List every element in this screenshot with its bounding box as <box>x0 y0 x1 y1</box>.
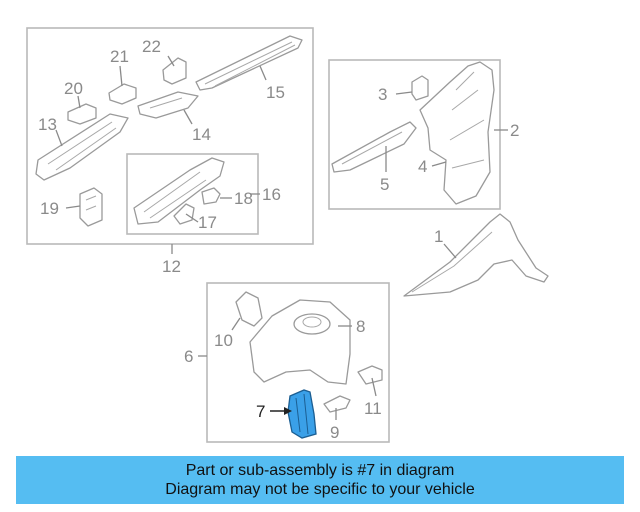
part-7-highlighted <box>287 389 317 439</box>
callout-8: 8 <box>356 317 365 336</box>
part-14-member <box>137 91 199 119</box>
part-22-bracket <box>162 57 187 85</box>
part-19-bracket <box>79 187 103 227</box>
leader-21 <box>119 65 123 87</box>
leader-13 <box>55 129 63 147</box>
callout-9: 9 <box>330 423 339 442</box>
leader-10 <box>231 317 241 331</box>
callout-17: 17 <box>198 213 217 232</box>
leader-15 <box>259 65 267 81</box>
callout-10: 10 <box>214 331 233 350</box>
callout-12: 12 <box>162 257 181 276</box>
part-21-bracket <box>108 83 137 105</box>
callout-16: 16 <box>262 185 281 204</box>
part-17-bracket <box>173 203 195 225</box>
leader-14 <box>183 109 193 125</box>
callout-18: 18 <box>234 189 253 208</box>
part-8-wheel-housing <box>249 299 351 385</box>
part-16-rail <box>133 157 225 225</box>
group-box-2 <box>328 59 501 210</box>
leader-11 <box>371 377 377 397</box>
leader-22 <box>167 55 175 67</box>
callout-6: 6 <box>184 347 193 366</box>
leader-7-arrowhead <box>284 407 292 415</box>
banner-line-1: Part or sub-assembly is #7 in diagram <box>185 462 455 479</box>
info-banner: Part or sub-assembly is #7 in diagram Di… <box>16 456 624 504</box>
callout-15: 15 <box>266 83 285 102</box>
callout-14: 14 <box>192 125 211 144</box>
callout-22: 22 <box>142 37 161 56</box>
leader-4 <box>431 161 447 167</box>
parts-diagram: 1 2 3 4 5 6 7 8 9 10 11 12 13 14 15 16 1… <box>26 27 549 443</box>
callout-2: 2 <box>510 121 519 140</box>
part-15-upper-rail <box>195 35 303 91</box>
leader-17 <box>185 213 199 223</box>
callout-4: 4 <box>418 157 427 176</box>
leader-1 <box>443 243 457 259</box>
callout-21: 21 <box>110 47 129 66</box>
part-1-fender <box>403 213 549 297</box>
callout-1: 1 <box>434 227 443 246</box>
leader-20 <box>77 95 81 109</box>
banner-line-2: Diagram may not be specific to your vehi… <box>165 481 475 498</box>
part-9-bracket <box>323 395 351 413</box>
callout-19: 19 <box>40 199 59 218</box>
callout-7: 7 <box>256 402 265 421</box>
part-3-bracket <box>411 75 429 101</box>
part-18-bracket <box>201 187 221 205</box>
callout-13: 13 <box>38 115 57 134</box>
callout-11: 11 <box>364 399 382 418</box>
group-box-12 <box>26 27 314 245</box>
part-2-apron <box>419 61 495 205</box>
part-5-rail <box>331 121 417 173</box>
leader-19 <box>65 205 81 209</box>
leader-3 <box>395 91 413 95</box>
callout-3: 3 <box>378 85 387 104</box>
callout-5: 5 <box>380 175 389 194</box>
callout-20: 20 <box>64 79 83 98</box>
part-11-bracket <box>357 365 383 385</box>
part-10-bracket <box>235 291 263 327</box>
part-13-side-member <box>35 113 129 181</box>
part-20-bracket <box>67 103 97 125</box>
group-box-6 <box>206 282 390 443</box>
